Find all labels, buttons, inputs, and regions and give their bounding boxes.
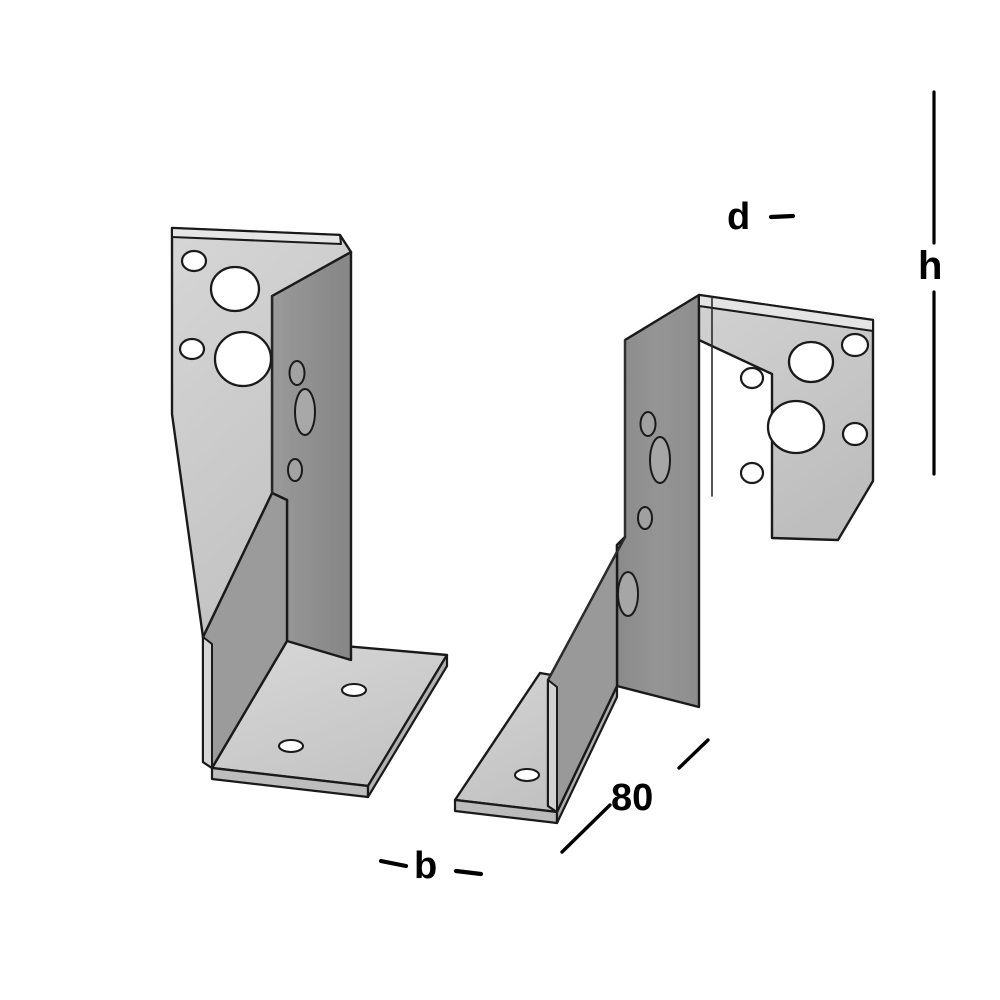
base-flange-hole (340, 682, 368, 698)
dimension-label-h: h (918, 244, 943, 288)
left-bracket (170, 226, 449, 799)
dimension-label-b: b (414, 845, 438, 887)
web-hole-small (288, 360, 306, 386)
web-hole-small (639, 411, 657, 437)
flange-hole-small (739, 461, 765, 485)
flange-hole-large (787, 340, 835, 384)
web-hole-oval (294, 388, 316, 436)
web-hole-small (287, 458, 303, 482)
dim-tick-b-left (378, 858, 409, 869)
flange-hole-large (209, 265, 261, 313)
left-top-flange (170, 226, 353, 639)
right-top-flange (697, 293, 875, 542)
flange-hole-small (739, 366, 765, 390)
right-web-step (546, 535, 627, 814)
base-flange-hole (277, 738, 305, 754)
left-base-flange (210, 639, 449, 799)
dim-line-80-upper (677, 738, 710, 770)
web-hole-oval (617, 571, 639, 617)
dimension-label-d: d (727, 196, 751, 238)
base-flange-hole (513, 767, 541, 783)
flange-hole-small (840, 332, 870, 358)
web-hole-small (637, 506, 653, 530)
dimension-lines (378, 90, 936, 877)
dim-tick-b-right (453, 868, 484, 877)
right-bracket (453, 293, 875, 825)
dim-tick-d (768, 213, 796, 220)
flange-hole-large (766, 399, 826, 455)
flange-hole-large (213, 330, 273, 388)
flange-hole-small (180, 249, 208, 273)
flange-hole-small (841, 421, 869, 447)
web-hole-oval (649, 436, 671, 484)
flange-hole-small (178, 337, 206, 361)
dim-line-80-lower (560, 803, 612, 854)
dimension-label-80: 80 (611, 777, 654, 819)
